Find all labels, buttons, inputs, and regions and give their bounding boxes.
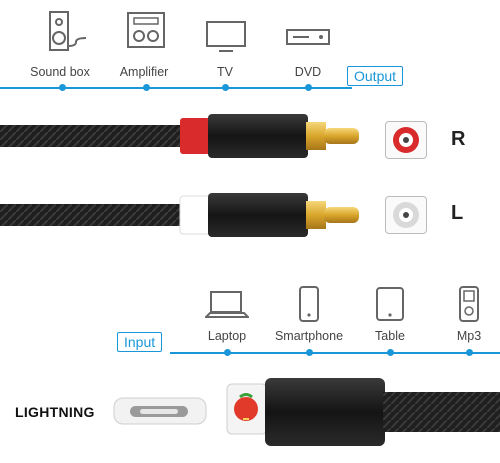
- lightning-connector-body: [265, 378, 385, 446]
- timeline-dot: [466, 349, 473, 356]
- channel-label-left: L: [451, 202, 464, 224]
- output-timeline-line: [0, 87, 352, 89]
- dvd-player-icon: [286, 29, 330, 45]
- braided-cable-white: [0, 204, 180, 226]
- device-label-sound-box: Sound box: [30, 65, 90, 79]
- timeline-dot: [222, 84, 229, 91]
- connector-label: LIGHTNING: [15, 404, 95, 420]
- rca-cable-illustration: [0, 114, 359, 237]
- white-collar: [179, 195, 211, 235]
- rca-jack-right: [385, 121, 427, 159]
- timeline-dot: [306, 349, 313, 356]
- red-collar: [180, 118, 210, 154]
- tomato-icon: [234, 397, 258, 421]
- device-label-mp3: Mp3: [456, 329, 482, 343]
- device-label-smartphone: Smartphone: [274, 329, 344, 343]
- timeline-dot: [59, 84, 66, 91]
- rca-body-red: [208, 114, 308, 158]
- timeline-dot: [143, 84, 150, 91]
- mp3-player-icon: [459, 286, 479, 322]
- timeline-dot: [305, 84, 312, 91]
- amplifier-icon: [127, 12, 165, 48]
- device-label-dvd: DVD: [294, 65, 322, 79]
- input-timeline-line: [170, 352, 500, 354]
- device-label-amplifier: Amplifier: [119, 65, 169, 79]
- rca-body-white: [208, 193, 308, 237]
- tv-icon: [206, 21, 246, 52]
- tablet-icon: [376, 287, 404, 321]
- gold-pin-red: [324, 128, 359, 144]
- input-tag: Input: [117, 332, 163, 352]
- gold-pin-white: [324, 207, 359, 223]
- device-label-laptop: Laptop: [207, 329, 247, 343]
- braided-cable-lightning: [383, 392, 500, 432]
- output-tag: Output: [347, 66, 404, 86]
- smartphone-icon: [299, 286, 319, 322]
- channel-label-right: R: [451, 128, 466, 150]
- speaker-icon: [49, 11, 87, 51]
- lightning-cable-illustration: [226, 378, 500, 446]
- rca-jack-left: [385, 196, 427, 234]
- device-label-table: Table: [375, 329, 405, 343]
- timeline-dot: [387, 349, 394, 356]
- device-label-tv: TV: [217, 65, 233, 79]
- timeline-dot: [224, 349, 231, 356]
- lightning-port-icon: [113, 397, 207, 425]
- laptop-icon: [205, 291, 249, 318]
- braided-cable-red: [0, 125, 180, 147]
